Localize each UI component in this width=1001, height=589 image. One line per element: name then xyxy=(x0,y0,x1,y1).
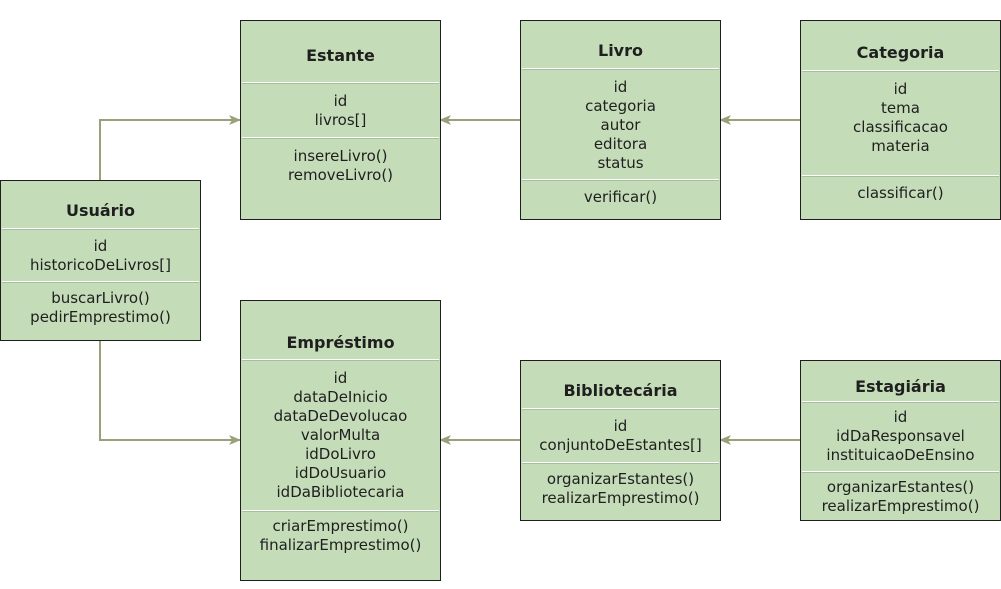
class-name: Estagiária xyxy=(855,376,946,396)
attribute: idDaResponsavel xyxy=(836,427,965,445)
attributes: id historicoDeLivros[] xyxy=(1,230,200,281)
class-name: Livro xyxy=(598,41,643,60)
methods: organizarEstantes() realizarEmprestimo() xyxy=(801,473,1000,516)
class-name: Categoria xyxy=(856,42,945,62)
separator xyxy=(242,359,439,361)
method: pedirEmprestimo() xyxy=(30,308,171,326)
separator xyxy=(522,462,719,464)
attribute: idDoUsuario xyxy=(294,464,387,482)
class-livro[interactable]: Livro id categoria autor editora status … xyxy=(520,20,721,220)
separator xyxy=(242,510,439,512)
method: criarEmprestimo() xyxy=(272,517,409,535)
attribute: id xyxy=(613,78,628,96)
attributes: id categoria autor editora status xyxy=(521,70,720,179)
method: organizarEstantes() xyxy=(826,478,975,496)
attributes: id idDaResponsavel instituicaoDeEnsino xyxy=(801,403,1000,471)
attribute: materia xyxy=(871,137,930,155)
attributes: id conjuntoDeEstantes[] xyxy=(521,410,720,462)
separator xyxy=(522,408,719,410)
attribute: historicoDeLivros[] xyxy=(29,256,172,274)
methods: organizarEstantes() realizarEmprestimo() xyxy=(521,464,720,508)
methods: verificar() xyxy=(521,181,720,207)
class-estagiaria[interactable]: Estagiária id idDaResponsavel instituica… xyxy=(800,360,1001,521)
attribute: categoria xyxy=(585,97,656,115)
class-name: Bibliotecária xyxy=(563,381,678,400)
attribute: id xyxy=(893,80,908,98)
edge-usuario-emprestimo xyxy=(99,340,241,445)
separator xyxy=(802,401,999,403)
method: organizarEstantes() xyxy=(546,470,695,488)
methods: buscarLivro() pedirEmprestimo() xyxy=(1,283,200,327)
class-estante[interactable]: Estante id livros[] insereLivro() remove… xyxy=(240,20,441,220)
attributes: id dataDeInicio dataDeDevolucao valorMul… xyxy=(241,361,440,510)
class-bibliotecaria[interactable]: Bibliotecária id conjuntoDeEstantes[] or… xyxy=(520,360,721,521)
attribute: autor xyxy=(600,116,641,134)
class-categoria[interactable]: Categoria id tema classificacao materia … xyxy=(800,20,1001,220)
separator xyxy=(802,70,999,72)
attribute: id xyxy=(613,417,628,435)
method: realizarEmprestimo() xyxy=(541,489,700,507)
method: realizarEmprestimo() xyxy=(821,497,980,515)
attribute: id xyxy=(93,237,108,255)
method: verificar() xyxy=(583,188,658,206)
method: removeLivro() xyxy=(287,166,394,184)
separator xyxy=(802,175,999,177)
methods: classificar() xyxy=(801,177,1000,203)
attribute: tema xyxy=(881,99,920,117)
separator xyxy=(242,137,439,139)
attribute: classificacao xyxy=(853,118,948,136)
attribute: livros[] xyxy=(314,111,367,129)
attribute: status xyxy=(597,154,644,172)
edge-usuario-estante xyxy=(99,115,241,180)
separator xyxy=(242,82,439,84)
method: buscarLivro() xyxy=(51,289,150,307)
attribute: editora xyxy=(593,135,648,153)
attribute: id xyxy=(333,369,348,387)
methods: criarEmprestimo() finalizarEmprestimo() xyxy=(241,512,440,555)
attribute: valorMulta xyxy=(300,426,381,444)
attribute: idDaBibliotecaria xyxy=(276,483,405,501)
separator xyxy=(2,281,199,283)
attribute: instituicaoDeEnsino xyxy=(826,446,975,464)
class-name: Usuário xyxy=(65,201,136,220)
attributes: id livros[] xyxy=(241,84,440,137)
class-usuario[interactable]: Usuário id historicoDeLivros[] buscarLiv… xyxy=(0,180,201,341)
attribute: conjuntoDeEstantes[] xyxy=(539,436,702,454)
attribute: id xyxy=(333,92,348,110)
separator xyxy=(2,228,199,230)
separator xyxy=(522,68,719,70)
method: finalizarEmprestimo() xyxy=(259,536,422,554)
attribute: dataDeDevolucao xyxy=(273,407,408,425)
attribute: idDoLivro xyxy=(305,445,376,463)
method: classificar() xyxy=(857,184,944,202)
class-name: Empréstimo xyxy=(286,332,395,352)
attribute: id xyxy=(893,408,908,426)
attribute: dataDeInicio xyxy=(293,388,388,406)
separator xyxy=(522,179,719,181)
method: insereLivro() xyxy=(293,147,388,165)
attributes: id tema classificacao materia xyxy=(801,72,1000,175)
methods: insereLivro() removeLivro() xyxy=(241,139,440,185)
class-name: Estante xyxy=(306,46,375,65)
class-emprestimo[interactable]: Empréstimo id dataDeInicio dataDeDevoluc… xyxy=(240,300,441,581)
separator xyxy=(802,471,999,473)
